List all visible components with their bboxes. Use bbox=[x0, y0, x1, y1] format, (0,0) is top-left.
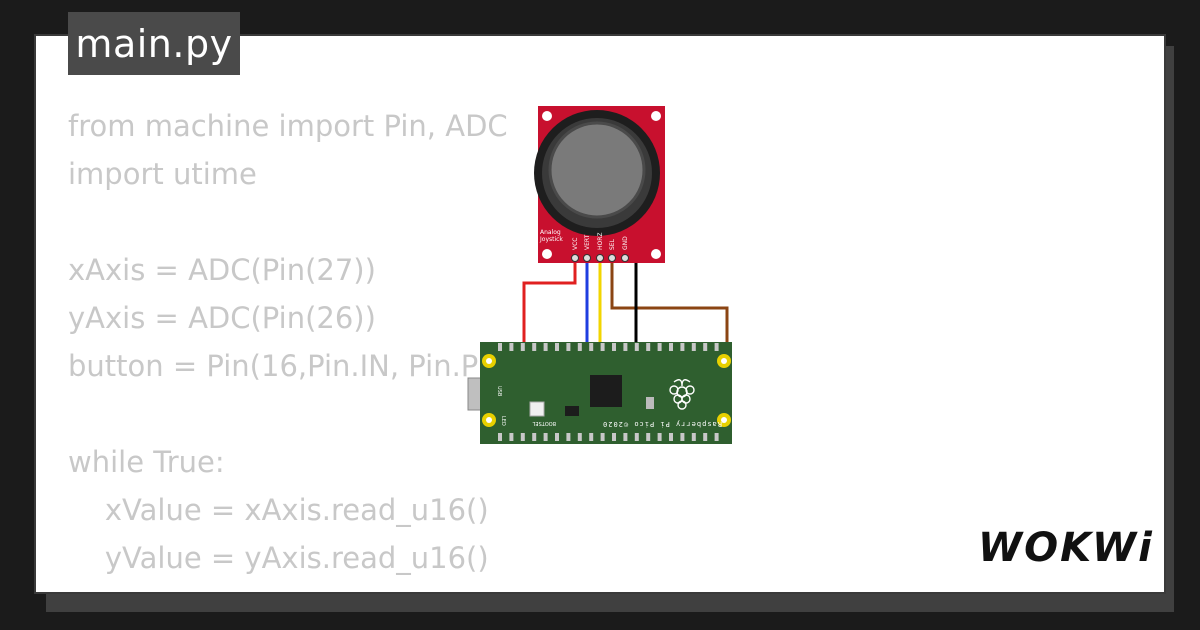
header-pin[interactable] bbox=[543, 343, 548, 351]
pin-vert[interactable] bbox=[583, 254, 591, 262]
header-pin[interactable] bbox=[600, 343, 605, 351]
header-pin[interactable] bbox=[669, 433, 673, 441]
mount-hole bbox=[542, 111, 552, 121]
joystick-pin-label: VERT bbox=[584, 234, 591, 250]
header-pin[interactable] bbox=[498, 433, 502, 441]
header-pin[interactable] bbox=[509, 433, 514, 441]
header-pin[interactable] bbox=[520, 433, 525, 441]
usb-label: USB bbox=[496, 386, 502, 397]
header-pin[interactable] bbox=[589, 433, 594, 441]
header-pin[interactable] bbox=[634, 343, 639, 351]
header-pin[interactable] bbox=[577, 433, 582, 441]
joystick-label-line2: Joystick bbox=[539, 236, 563, 243]
header-pin[interactable] bbox=[646, 343, 651, 351]
header-pin[interactable] bbox=[646, 433, 651, 441]
rp2040-chip bbox=[590, 375, 622, 407]
joystick-pin-label: VCC bbox=[572, 238, 579, 250]
code-line: xAxis = ADC(Pin(27)) bbox=[68, 253, 376, 287]
wires bbox=[522, 256, 729, 348]
wire-sel bbox=[610, 258, 729, 348]
code-line: yAxis = ADC(Pin(26)) bbox=[68, 301, 376, 335]
code-line: xValue = xAxis.read_u16() bbox=[68, 493, 489, 527]
joystick-module[interactable]: Analog Joystick VCC VERT HORZ SEL GND bbox=[534, 106, 665, 263]
led-label: LED bbox=[500, 416, 506, 426]
joystick-label-line1: Analog bbox=[540, 229, 561, 236]
circuit-diagram: Analog Joystick VCC VERT HORZ SEL GND bbox=[467, 106, 732, 444]
header-pin[interactable] bbox=[612, 343, 616, 351]
header-pin[interactable] bbox=[509, 343, 514, 351]
pin-vcc[interactable] bbox=[571, 254, 579, 262]
header-pin[interactable] bbox=[498, 343, 502, 351]
header-pin[interactable] bbox=[543, 433, 548, 441]
joystick-pin-label: HORZ bbox=[597, 232, 604, 250]
code-line: from machine import Pin, ADC bbox=[68, 109, 508, 143]
header-pin[interactable] bbox=[703, 343, 708, 351]
pin-sel[interactable] bbox=[608, 254, 616, 262]
mount-hole bbox=[542, 249, 552, 259]
code-line: buttonValue = button.value() bbox=[68, 582, 1068, 592]
joystick-pin-labels: VCC VERT HORZ SEL GND bbox=[572, 232, 629, 250]
joystick-knob[interactable] bbox=[548, 121, 646, 219]
header-pin[interactable] bbox=[589, 343, 594, 351]
bootsel-label: BOOTSEL bbox=[532, 420, 556, 426]
bootsel-button[interactable] bbox=[529, 401, 545, 417]
header-pin[interactable] bbox=[577, 343, 582, 351]
header-pin[interactable] bbox=[669, 343, 673, 351]
pico-header-pins bbox=[498, 343, 719, 441]
flash-chip bbox=[565, 406, 579, 416]
code-line: while True: bbox=[68, 445, 225, 479]
pico-mount-hole-center bbox=[721, 358, 727, 364]
header-pin[interactable] bbox=[680, 343, 685, 351]
pico-mount-hole-center bbox=[721, 417, 727, 423]
header-pin[interactable] bbox=[691, 433, 696, 441]
wokwi-logo: WOKWi bbox=[978, 525, 1154, 571]
pico-mount-hole-center bbox=[486, 358, 492, 364]
joystick-pin-label: SEL bbox=[609, 238, 616, 250]
header-pin[interactable] bbox=[532, 433, 537, 441]
header-pin[interactable] bbox=[691, 343, 696, 351]
header-pin[interactable] bbox=[703, 433, 708, 441]
pin-horz[interactable] bbox=[596, 254, 604, 262]
header-pin[interactable] bbox=[634, 433, 639, 441]
header-pin[interactable] bbox=[714, 433, 719, 441]
code-line: yValue = yAxis.read_u16() bbox=[68, 541, 489, 575]
header-pin[interactable] bbox=[623, 343, 628, 351]
header-pin[interactable] bbox=[714, 343, 719, 351]
header-pin[interactable] bbox=[566, 343, 571, 351]
pico-board[interactable]: Raspberry Pi Pico ©2020 BOOTSEL USB LED bbox=[467, 342, 732, 444]
header-pin[interactable] bbox=[555, 433, 559, 441]
header-pin[interactable] bbox=[612, 433, 616, 441]
pico-board-label: Raspberry Pi Pico ©2020 bbox=[602, 420, 722, 428]
header-pin[interactable] bbox=[623, 433, 628, 441]
pin-gnd[interactable] bbox=[621, 254, 629, 262]
header-pin[interactable] bbox=[520, 343, 525, 351]
led bbox=[646, 397, 654, 409]
header-pin[interactable] bbox=[566, 433, 571, 441]
header-pin[interactable] bbox=[600, 433, 605, 441]
joystick-pin-label: GND bbox=[622, 236, 629, 250]
wire-gnd bbox=[625, 256, 638, 348]
code-preview: from machine import Pin, ADC import utime… bbox=[68, 102, 1068, 592]
raspberry-logo-icon bbox=[669, 379, 695, 410]
header-pin[interactable] bbox=[532, 343, 537, 351]
header-pin[interactable] bbox=[657, 343, 662, 351]
wire-vcc bbox=[522, 258, 577, 348]
code-line: import utime bbox=[68, 157, 257, 191]
mount-hole bbox=[651, 249, 661, 259]
mount-hole bbox=[651, 111, 661, 121]
pico-mount-hole-center bbox=[486, 417, 492, 423]
header-pin[interactable] bbox=[657, 433, 662, 441]
file-title-tab: main.py bbox=[68, 12, 240, 75]
header-pin[interactable] bbox=[555, 343, 559, 351]
header-pin[interactable] bbox=[680, 433, 685, 441]
